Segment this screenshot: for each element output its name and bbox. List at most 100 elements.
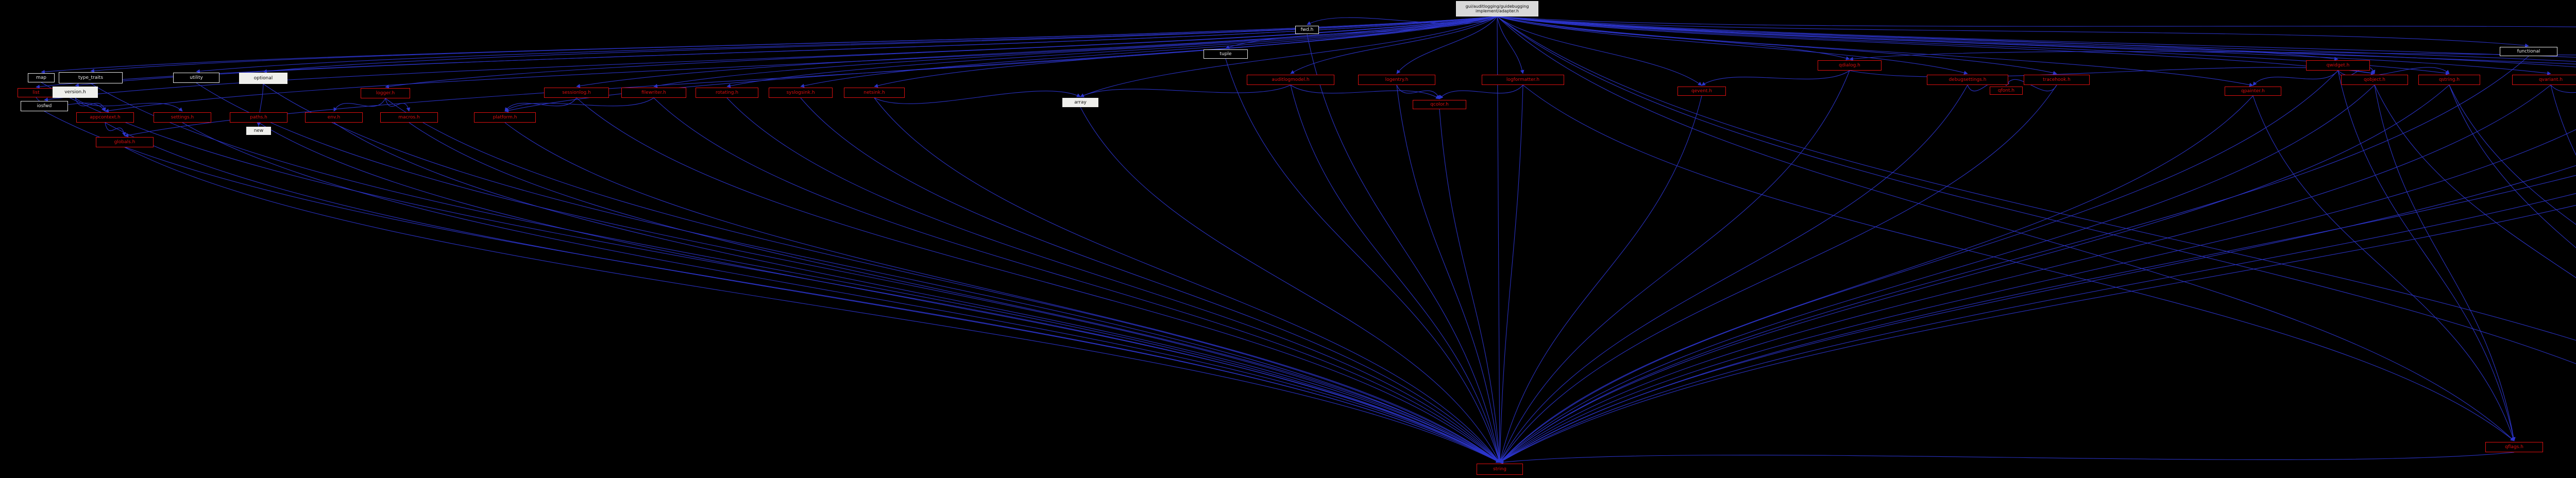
- edge-r_b1-to-r_iso: [105, 122, 126, 136]
- edge-root-to-r_b6: [504, 16, 1498, 113]
- graph-node-r_x6[interactable]: qcolor.h: [1413, 100, 1466, 109]
- graph-node-r_m2[interactable]: filewriter.h: [621, 88, 686, 98]
- edge-r_c4-to-sink: [1499, 84, 1968, 463]
- graph-node-r_log[interactable]: logger.h: [361, 88, 410, 98]
- graph-node-r_b4[interactable]: env.h: [305, 112, 363, 123]
- graph-node-label: qstring.h: [2438, 77, 2460, 82]
- graph-node-r_iso[interactable]: globals.h: [96, 137, 154, 147]
- edge-r_c1-to-wf_arr: [1080, 84, 1291, 97]
- edge-w_map-to-sink: [41, 82, 1500, 463]
- edge-w_tt-to-sink: [90, 83, 1500, 463]
- graph-node-w_map[interactable]: map: [28, 73, 55, 82]
- edge-r_b1-to-sink: [105, 122, 1500, 463]
- graph-node-r_m3[interactable]: rotating.h: [696, 88, 758, 98]
- graph-node-label: paths.h: [250, 114, 267, 120]
- edge-root-to-tr1: [1497, 16, 2576, 27]
- graph-node-r_c3[interactable]: logformatter.h: [1482, 75, 1564, 85]
- graph-node-r_b1[interactable]: appcontext.h: [76, 112, 134, 123]
- graph-node-w_ll[interactable]: iosfwd: [21, 101, 68, 111]
- graph-node-r_x3[interactable]: qpainter.h: [2225, 87, 2281, 96]
- graph-node-w_func[interactable]: functional: [2500, 47, 2557, 56]
- edge-root-to-r_mid_b: [1497, 16, 2515, 441]
- edge-r_r3-to-r_br1: [2550, 84, 2576, 156]
- graph-node-r_x2[interactable]: qfont.h: [1990, 87, 2023, 95]
- edge-r_m5-to-wf_arr: [874, 91, 1081, 104]
- graph-node-label: qdialog.h: [1839, 62, 1860, 68]
- graph-node-r_r2[interactable]: qstring.h: [2418, 75, 2480, 85]
- graph-node-label: logger.h: [376, 90, 395, 96]
- edge-wf_opt-to-sink: [263, 83, 1500, 463]
- edge-r_r2-to-sink: [1499, 84, 2450, 463]
- edge-r_m4-to-sink: [800, 97, 1500, 463]
- graph-node-label: logformatter.h: [1506, 77, 1540, 82]
- graph-node-root[interactable]: gui/auditlogging/guidebugging implement/…: [1456, 1, 1538, 16]
- graph-node-label: fwd.h: [1300, 27, 1314, 32]
- edge-root-to-r_qwidget: [1497, 16, 2338, 61]
- edge-root-to-w_util: [196, 16, 1498, 74]
- edge-root-to-r_b1: [105, 16, 1498, 113]
- edge-root-to-w_ll: [44, 16, 1498, 101]
- edge-w_util-to-sink: [196, 82, 1500, 463]
- graph-node-label: rotating.h: [715, 90, 739, 95]
- edge-r_log-to-sink: [385, 98, 1500, 463]
- edge-root-to-r_m3: [726, 16, 1498, 88]
- graph-node-r_b2[interactable]: settings.h: [154, 112, 211, 123]
- edge-r_x1-to-sink: [1498, 95, 1702, 463]
- graph-node-r_b5[interactable]: macros.h: [380, 112, 438, 123]
- graph-node-wf_arr[interactable]: array: [1062, 98, 1098, 107]
- graph-node-sink[interactable]: string: [1477, 464, 1523, 475]
- edge-r_m2-to-r_b6: [504, 97, 654, 112]
- edge-r_mid_b-to-sink: [1499, 452, 2515, 465]
- edge-r_r1-to-r_mid_b: [2374, 84, 2516, 441]
- edge-r_qdialog-to-sink: [1499, 70, 1850, 463]
- graph-node-r_b6[interactable]: platform.h: [474, 112, 536, 123]
- graph-node-r_r1[interactable]: qobject.h: [2341, 75, 2408, 85]
- graph-node-w_tt[interactable]: type_traits: [59, 72, 123, 83]
- edge-r_m1-to-sink: [576, 97, 1500, 463]
- graph-node-label: iosfwd: [37, 103, 52, 109]
- edge-r_b4-to-sink: [333, 122, 1500, 463]
- graph-node-r_l1[interactable]: list: [18, 88, 55, 97]
- edge-r_c5-to-r_x2: [2006, 79, 2057, 92]
- edge-root-to-r_m5: [874, 16, 1498, 88]
- graph-node-wf_opt[interactable]: optional: [239, 73, 287, 84]
- graph-node-wf_new[interactable]: new: [246, 127, 271, 135]
- graph-node-r_mid_b[interactable]: qflags.h: [2485, 442, 2543, 452]
- edge-r_r2-to-r_br1: [2449, 84, 2576, 248]
- edge-r_r1-to-r_br1: [2374, 84, 2576, 278]
- graph-node-label: qpainter.h: [2241, 88, 2265, 94]
- graph-node-label: optional: [253, 75, 273, 81]
- graph-node-r_c2[interactable]: logentry.h: [1358, 75, 1435, 85]
- graph-node-r_qwidget[interactable]: qwidget.h: [2306, 60, 2370, 71]
- graph-node-r_m5[interactable]: netsink.h: [844, 88, 905, 98]
- graph-node-w_tuple[interactable]: tuple: [1204, 49, 1248, 59]
- graph-node-r_m4[interactable]: syslogsink.h: [769, 88, 833, 98]
- edge-root-to-r_log: [385, 16, 1498, 89]
- graph-node-label: globals.h: [114, 139, 135, 145]
- edge-r_r1-to-sink: [1499, 84, 2375, 463]
- edge-root-to-r_r1: [1497, 16, 2375, 75]
- edge-root-to-r_r6: [1497, 16, 2576, 58]
- graph-node-wf_ver[interactable]: version.h: [53, 87, 98, 98]
- graph-node-r_m1[interactable]: sessionlog.h: [544, 88, 609, 98]
- graph-node-label: tuple: [1219, 51, 1232, 57]
- graph-node-r_x1[interactable]: qevent.h: [1677, 87, 1726, 96]
- graph-node-r_c4[interactable]: debugsettings.h: [1927, 75, 2008, 85]
- graph-node-r_qdialog[interactable]: qdialog.h: [1818, 60, 1882, 71]
- graph-node-w_util[interactable]: utility: [173, 73, 219, 83]
- graph-node-r_r3[interactable]: qvariant.h: [2512, 75, 2576, 85]
- graph-node-s1[interactable]: fwd.h: [1295, 26, 1319, 34]
- edge-r_c1-to-sink: [1290, 84, 1501, 463]
- edge-r_r5-to-sink: [1499, 165, 2576, 463]
- edge-r_c5-to-sink: [1499, 84, 2057, 463]
- graph-node-label: settings.h: [171, 114, 194, 120]
- graph-node-r_c5[interactable]: tracehook.h: [2024, 75, 2090, 85]
- edge-r_qwidget-to-r_x3: [2252, 70, 2338, 86]
- edge-root-to-s1: [1307, 16, 1498, 25]
- graph-node-label: syslogsink.h: [786, 90, 815, 95]
- graph-node-r_c1[interactable]: auditlogmodel.h: [1247, 75, 1334, 85]
- edge-r_m3-to-sink: [726, 97, 1500, 463]
- edge-r_log-to-r_b4: [333, 98, 386, 112]
- graph-node-r_b3[interactable]: paths.h: [230, 112, 287, 123]
